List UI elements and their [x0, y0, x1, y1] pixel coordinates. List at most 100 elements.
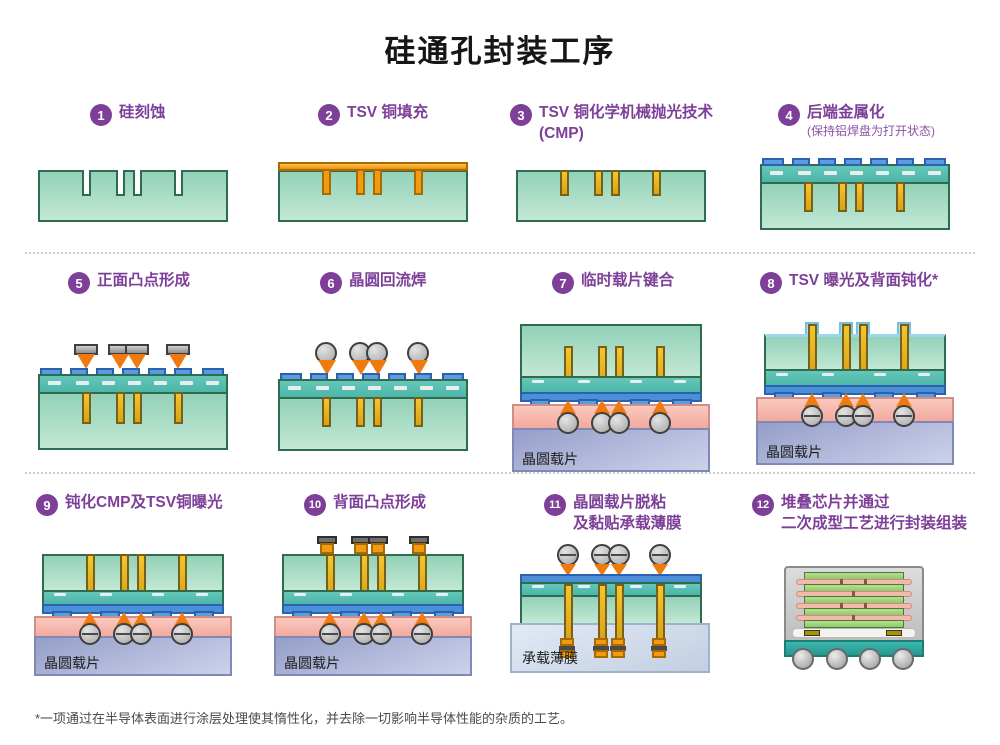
solder-cone — [560, 400, 576, 414]
copper-via — [594, 170, 603, 196]
row-separator — [25, 252, 975, 254]
metal-trace — [928, 171, 941, 175]
step-7-cell: 7 临时载片键合 晶圆载片 — [508, 268, 736, 490]
aluminum-pad — [844, 158, 862, 166]
copper-via — [652, 170, 661, 196]
aluminum-pad — [762, 158, 784, 166]
solder-cone — [594, 400, 610, 414]
step-header: 11 晶圆载片脱粘 及黏贴承载薄膜 — [544, 493, 736, 535]
step-header: 7 临时载片键合 — [552, 271, 736, 294]
copper-via — [855, 182, 864, 212]
step-10-cell: 10 背面凸点形成 晶圆载片 — [270, 490, 498, 712]
metal-trace — [48, 381, 61, 385]
sphere-seam — [322, 633, 338, 635]
step-number-badge: 7 — [552, 272, 574, 294]
step-number-badge: 10 — [304, 494, 326, 516]
page-title: 硅通孔封装工序 — [384, 34, 616, 69]
step-header: 8 TSV 曝光及背面钝化* — [760, 271, 980, 294]
die-connector — [840, 579, 843, 584]
copper-via — [804, 182, 813, 212]
solder-cone — [116, 612, 132, 626]
metal-trace — [368, 386, 381, 390]
step-label-line1: 晶圆载片脱粘 — [573, 494, 667, 511]
solder-cone — [611, 564, 627, 576]
metal-trace — [630, 585, 642, 588]
carrier-wafer — [34, 636, 232, 676]
step-number-badge: 6 — [320, 272, 342, 294]
sphere-seam — [82, 633, 98, 635]
carrier-label: 晶圆载片 — [766, 444, 822, 460]
solder-sphere — [608, 412, 630, 434]
sphere-seam — [560, 554, 576, 556]
die-connector — [852, 591, 855, 596]
solder-sphere — [801, 405, 823, 427]
solder-sphere — [130, 623, 152, 645]
metal-trace — [288, 386, 301, 390]
step-4-cell: 4 后端金属化 (保持铝焊盘为打开状态) — [752, 100, 980, 322]
pillar-cap — [593, 646, 609, 651]
solder-ball — [792, 648, 814, 670]
copper-via — [564, 584, 573, 642]
metal-trace — [850, 171, 863, 175]
sphere-seam — [855, 415, 871, 417]
metal-trace — [340, 593, 352, 596]
step-header: 3 TSV 铜化学机械抛光技术 (CMP) — [510, 103, 736, 145]
step-label-line2: 二次成型工艺进行封装组装 — [781, 514, 968, 532]
copper-via — [838, 182, 847, 212]
copper-via — [615, 584, 624, 642]
metal-trace — [798, 171, 811, 175]
solder-sphere — [557, 544, 579, 566]
solder-sphere — [171, 623, 193, 645]
metal-trace — [822, 373, 834, 376]
step-header: 6 晶圆回流焊 — [320, 271, 498, 294]
pillar-cap — [652, 638, 666, 646]
carrier-wafer — [756, 421, 954, 465]
metal-trace — [206, 381, 219, 385]
substrate-pad — [804, 630, 820, 636]
etched-trench — [174, 170, 183, 196]
sphere-seam — [594, 554, 610, 556]
step-8-cell: 8 TSV 曝光及背面钝化* 晶圆载片 — [752, 268, 980, 490]
metal-trace — [102, 381, 115, 385]
copper-via — [414, 397, 423, 427]
sphere-seam — [804, 415, 820, 417]
solder-sphere — [649, 544, 671, 566]
silicon-wafer — [282, 554, 464, 592]
step-label: 晶圆载片脱粘 及黏贴承载薄膜 — [573, 493, 682, 535]
copper-pillar — [320, 543, 334, 554]
copper-via — [133, 392, 142, 424]
pillar-cap — [611, 650, 625, 658]
step-header: 10 背面凸点形成 — [304, 493, 498, 516]
row-separator — [25, 472, 975, 474]
solder-cone — [128, 354, 146, 369]
sphere-seam — [896, 415, 912, 417]
step-5-cell: 5 正面凸点形成 — [30, 268, 258, 490]
copper-pillar — [412, 543, 426, 554]
step-number-badge: 8 — [760, 272, 782, 294]
silicon-wafer — [764, 334, 946, 371]
illustration-copper-fill — [270, 100, 498, 322]
copper-via — [598, 584, 607, 642]
copper-via — [611, 170, 620, 196]
solder-sphere — [319, 623, 341, 645]
solder-cone — [111, 354, 129, 369]
step-label-line1: TSV 铜化学机械抛光技术 — [539, 104, 713, 121]
die-connector — [864, 603, 867, 608]
solder-sphere — [557, 412, 579, 434]
step-label: 背面凸点形成 — [333, 494, 427, 511]
metal-trace — [342, 386, 355, 390]
metal-trace — [76, 381, 89, 385]
solder-cone — [373, 612, 389, 626]
footnote: *一项通过在半导体表面进行涂层处理使其惰性化，并去除一切影响半导体性能的杂质的工… — [35, 711, 574, 726]
metal-trace — [152, 593, 164, 596]
silicon-wafer — [520, 324, 702, 378]
carrier-wafer — [512, 428, 710, 472]
stacked-die — [804, 620, 904, 628]
carrier-label: 晶圆载片 — [44, 655, 100, 671]
copper-via — [356, 397, 365, 427]
sphere-seam — [838, 415, 854, 417]
step-label-line1: 后端金属化 — [807, 104, 885, 121]
solder-cone — [133, 612, 149, 626]
solder-cone — [652, 400, 668, 414]
solder-sphere — [370, 623, 392, 645]
